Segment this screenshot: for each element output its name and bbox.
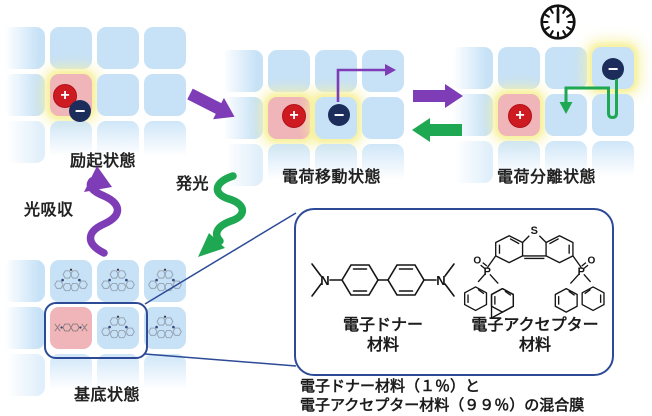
grid-cell [451,47,493,89]
donor-molecule-structure [308,248,458,308]
grid-cell [3,307,45,349]
ground-state-label: 基底状態 [74,387,141,404]
acceptor-label-line1: 電子アクセプター [471,317,599,334]
grid-cell [221,50,263,92]
caption-line2: 電子アクセプター材料（９９％）の混合膜 [300,397,585,414]
grid-cell [498,141,540,183]
grid-cell [362,97,404,139]
acceptor-molecule-icon [148,314,182,342]
grid-cell [3,354,45,396]
grid-cell [592,141,634,183]
acceptor-molecule-icon [148,267,182,295]
film-composition-caption: 電子ドナー材料（１％）と 電子アクセプター材料（９９％）の混合膜 [300,377,584,415]
grid-cell [545,141,587,183]
grid-cell [451,141,493,183]
acceptor-material-label: 電子アクセプター 材料 [464,316,606,356]
grid-cell [97,354,139,396]
grid-cell [315,50,357,92]
caption-line1: 電子ドナー材料（１％）と [300,378,481,395]
grid-cell [362,50,404,92]
donor-label-line2: 材料 [366,337,399,354]
acceptor-molecule-structure [460,224,612,318]
grid-cell [592,94,634,136]
positive-charge: + [508,104,532,128]
absorption-label: 光吸収 [24,202,74,219]
grid-cell [3,27,45,69]
grid-cell [498,47,540,89]
materials-callout: 電子ドナー 材料 電子アクセプター 材料 [294,208,614,376]
charge-transfer-state-label: 電荷移動状態 [282,169,382,186]
grid-cell [97,74,139,116]
acceptor-molecule-icon [101,267,135,295]
excited-state-label: 励起状態 [70,153,137,170]
clock-icon [540,4,576,40]
grid-cell [144,354,186,396]
negative-charge: − [602,58,624,80]
excited-state-grid: + − [3,27,193,167]
grid-cell [50,27,92,69]
acceptor-label-line2: 材料 [518,337,551,354]
zoom-source-outline [44,302,148,359]
grid-cell [221,97,263,139]
grid-cell [3,74,45,116]
grid-cell [268,50,310,92]
grid-cell [268,144,310,186]
charge-separation-state-label: 電荷分離状態 [497,169,597,186]
grid-cell [97,27,139,69]
negative-charge: − [328,104,350,126]
grid-cell [144,27,186,69]
grid-cell [3,260,45,302]
positive-charge: + [282,104,306,128]
donor-material-label: 電子ドナー 材料 [312,316,454,356]
ground-state-grid [3,260,193,400]
grid-cell [221,144,263,186]
absorption-wavy-arrow [84,166,122,257]
negative-charge: − [69,100,91,122]
grid-cell [144,74,186,116]
grid-cell [50,121,92,163]
donor-label-line1: 電子ドナー [342,317,423,334]
grid-cell [3,121,45,163]
grid-cell [315,144,357,186]
grid-cell [545,94,587,136]
grid-cell [50,354,92,396]
emission-label: 発光 [176,176,210,193]
acceptor-molecule-icon [54,267,88,295]
grid-cell [97,121,139,163]
grid-cell [362,144,404,186]
grid-cell [144,121,186,163]
grid-cell [451,94,493,136]
grid-cell [545,47,587,89]
